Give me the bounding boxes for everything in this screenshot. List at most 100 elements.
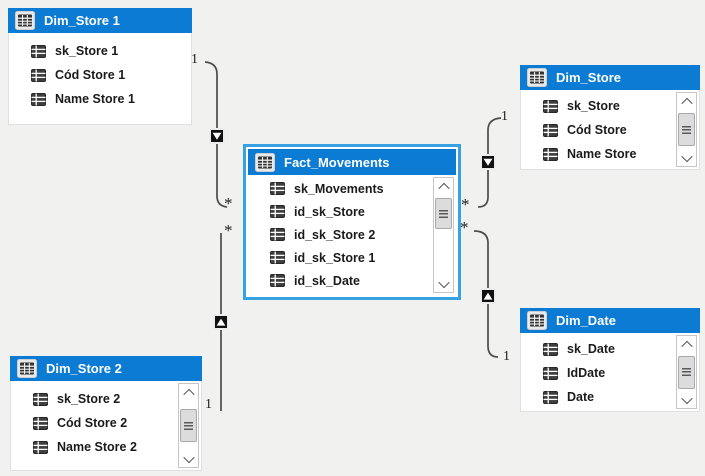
table-title: Dim_Date bbox=[556, 313, 616, 328]
field-label: Cód Store 1 bbox=[55, 68, 126, 82]
table-dim-store[interactable]: Dim_Store sk_Store Cód Store Name Store bbox=[520, 65, 700, 170]
scrollbar-thumb[interactable] bbox=[678, 355, 695, 389]
field-row[interactable]: Name Store 2 bbox=[33, 435, 178, 459]
chevron-down-icon bbox=[680, 392, 693, 404]
grip-icon bbox=[439, 209, 448, 218]
field-row[interactable]: id_sk_Store 2 bbox=[270, 223, 433, 246]
scroll-down-button[interactable] bbox=[677, 391, 696, 408]
field-label: Cód Store bbox=[567, 123, 627, 137]
relationship-arrow-icon bbox=[480, 154, 496, 170]
relationship-line-dimdate-fact[interactable] bbox=[473, 230, 499, 358]
field-label: IdDate bbox=[567, 366, 606, 380]
field-row[interactable]: id_sk_Date bbox=[270, 269, 433, 292]
field-row[interactable]: sk_Store bbox=[543, 94, 676, 118]
clipped-field-row bbox=[270, 292, 433, 295]
cardinality-label-one: 1 bbox=[501, 109, 508, 124]
column-icon bbox=[543, 366, 558, 380]
column-icon bbox=[270, 205, 285, 218]
cardinality-label-many: * bbox=[224, 221, 233, 240]
column-icon bbox=[270, 228, 285, 241]
scrollbar[interactable] bbox=[178, 383, 199, 468]
scroll-up-button[interactable] bbox=[179, 384, 198, 401]
field-label: sk_Date bbox=[567, 342, 615, 356]
column-icon bbox=[270, 274, 285, 287]
table-grid-icon bbox=[527, 68, 547, 87]
field-label: Name Store 2 bbox=[57, 440, 137, 454]
scrollbar[interactable] bbox=[433, 177, 454, 293]
scroll-up-button[interactable] bbox=[677, 336, 696, 353]
field-row[interactable]: sk_Date bbox=[543, 337, 676, 361]
field-row[interactable]: Cód Store 2 bbox=[33, 411, 178, 435]
chevron-down-icon bbox=[437, 276, 450, 288]
field-row[interactable]: IdDate bbox=[543, 361, 676, 385]
relationship-line-dimstore1-fact[interactable] bbox=[204, 61, 228, 208]
table-header[interactable]: Dim_Store bbox=[520, 65, 700, 90]
column-icon bbox=[270, 182, 285, 195]
field-row[interactable]: sk_Movements bbox=[270, 177, 433, 200]
table-header[interactable]: Fact_Movements bbox=[248, 149, 456, 175]
relationship-arrow-icon bbox=[213, 314, 229, 330]
scroll-down-button[interactable] bbox=[677, 149, 696, 166]
grip-icon bbox=[682, 368, 691, 376]
cardinality-label-one: 1 bbox=[205, 397, 212, 412]
table-dim-store-1[interactable]: Dim_Store 1 sk_Store 1 Cód Store 1 Name … bbox=[8, 8, 192, 125]
table-header[interactable]: Dim_Store 2 bbox=[10, 356, 202, 381]
field-label: id_sk_Store bbox=[294, 204, 365, 219]
field-label: Date bbox=[567, 390, 595, 404]
field-row[interactable]: id_sk_Store 1 bbox=[270, 246, 433, 269]
field-row[interactable]: sk_Store 2 bbox=[33, 387, 178, 411]
relationship-line-dimstore2-fact[interactable] bbox=[213, 233, 229, 411]
scrollbar-track[interactable] bbox=[434, 195, 453, 275]
field-row[interactable]: Cód Store bbox=[543, 118, 676, 142]
cardinality-label-one: 1 bbox=[503, 349, 510, 364]
field-row[interactable]: Date bbox=[543, 385, 676, 409]
field-row[interactable]: id_sk_Store bbox=[270, 200, 433, 223]
chevron-down-icon bbox=[182, 451, 195, 463]
chevron-up-icon bbox=[680, 340, 693, 352]
field-row[interactable]: Name Store bbox=[543, 142, 676, 166]
chevron-up-icon bbox=[680, 97, 693, 109]
grip-icon bbox=[184, 421, 193, 430]
column-icon bbox=[33, 392, 48, 406]
table-title: Dim_Store 1 bbox=[44, 13, 120, 28]
column-icon bbox=[31, 92, 46, 106]
scrollbar-thumb[interactable] bbox=[180, 409, 197, 442]
scrollbar-thumb[interactable] bbox=[435, 198, 452, 229]
column-icon bbox=[543, 99, 558, 113]
cardinality-label-many: * bbox=[460, 218, 469, 237]
cardinality-label-many: * bbox=[224, 194, 233, 213]
field-label: id_sk_Store 1 bbox=[294, 250, 376, 265]
relationship-line-dimstore-fact[interactable] bbox=[477, 117, 502, 208]
field-label: Name Store 1 bbox=[55, 92, 135, 106]
column-icon bbox=[33, 416, 48, 430]
column-icon bbox=[31, 68, 46, 82]
table-dim-date[interactable]: Dim_Date sk_Date IdDate Date bbox=[520, 308, 700, 412]
table-header[interactable]: Dim_Store 1 bbox=[8, 8, 192, 33]
scroll-up-button[interactable] bbox=[434, 178, 453, 195]
field-row[interactable]: Name Store 1 bbox=[31, 87, 191, 111]
scroll-down-button[interactable] bbox=[434, 275, 453, 292]
column-icon bbox=[270, 251, 285, 264]
relationship-arrow-icon bbox=[480, 288, 496, 304]
table-title: Fact_Movements bbox=[284, 154, 390, 170]
table-fact-movements[interactable]: Fact_Movements sk_Movements id_sk_Store … bbox=[243, 144, 461, 300]
scroll-up-button[interactable] bbox=[677, 93, 696, 110]
scrollbar-track[interactable] bbox=[677, 353, 696, 391]
chevron-up-icon bbox=[437, 182, 450, 194]
scrollbar-track[interactable] bbox=[677, 110, 696, 149]
scrollbar[interactable] bbox=[676, 92, 697, 167]
table-grid-icon bbox=[527, 311, 547, 330]
table-grid-icon bbox=[17, 359, 37, 378]
cardinality-label-many: * bbox=[461, 195, 470, 214]
table-header[interactable]: Dim_Date bbox=[520, 308, 700, 333]
scrollbar[interactable] bbox=[676, 335, 697, 409]
field-row[interactable]: sk_Store 1 bbox=[31, 39, 191, 63]
field-row[interactable]: Cód Store 1 bbox=[31, 63, 191, 87]
column-icon bbox=[543, 147, 558, 161]
scrollbar-track[interactable] bbox=[179, 401, 198, 450]
scroll-down-button[interactable] bbox=[179, 450, 198, 467]
column-icon bbox=[543, 123, 558, 137]
table-dim-store-2[interactable]: Dim_Store 2 sk_Store 2 Cód Store 2 Name … bbox=[10, 356, 202, 471]
scrollbar-thumb[interactable] bbox=[678, 113, 695, 146]
